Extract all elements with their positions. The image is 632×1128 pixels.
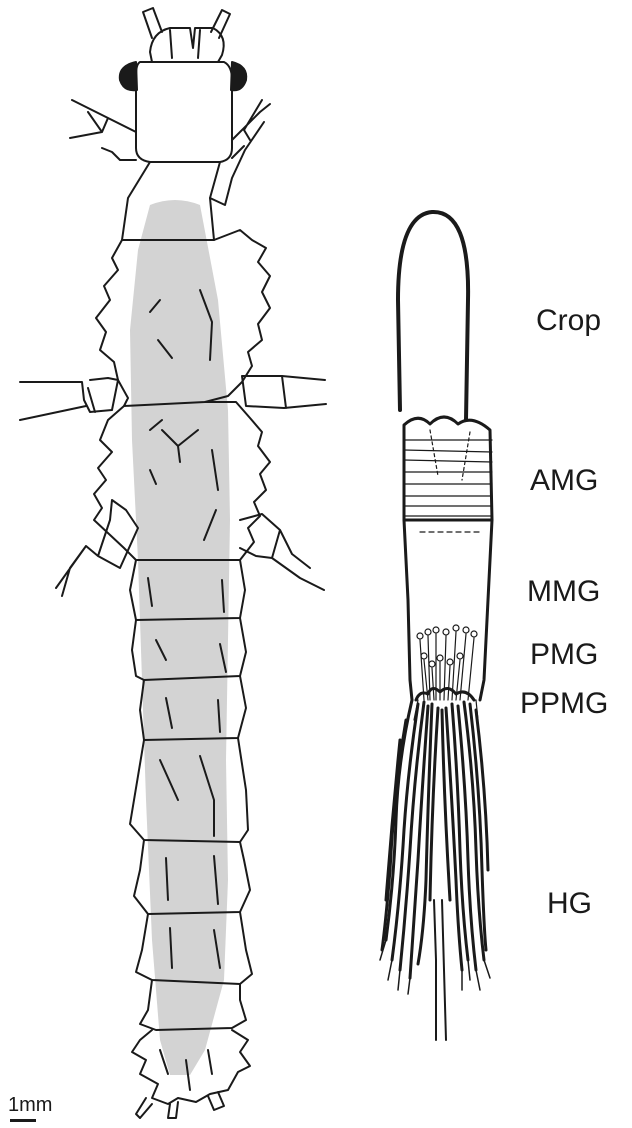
rectum-left <box>434 900 436 1040</box>
scale-bar-label: 1mm <box>8 1094 52 1117</box>
amg-rings <box>404 430 492 532</box>
label-hg: HG <box>547 889 592 919</box>
mmg-left-wall <box>404 520 412 700</box>
label-amg: AMG <box>530 466 598 496</box>
scale-bar <box>10 1119 36 1122</box>
label-mmg: MMG <box>527 577 600 607</box>
label-pmg: PMG <box>530 640 598 670</box>
rectum-right <box>442 900 446 1040</box>
crop-outline <box>398 212 468 420</box>
mmg-right-wall <box>480 520 492 700</box>
label-ppmg: PPMG <box>520 689 608 719</box>
amg-outline <box>404 417 492 520</box>
label-crop: Crop <box>536 306 601 336</box>
